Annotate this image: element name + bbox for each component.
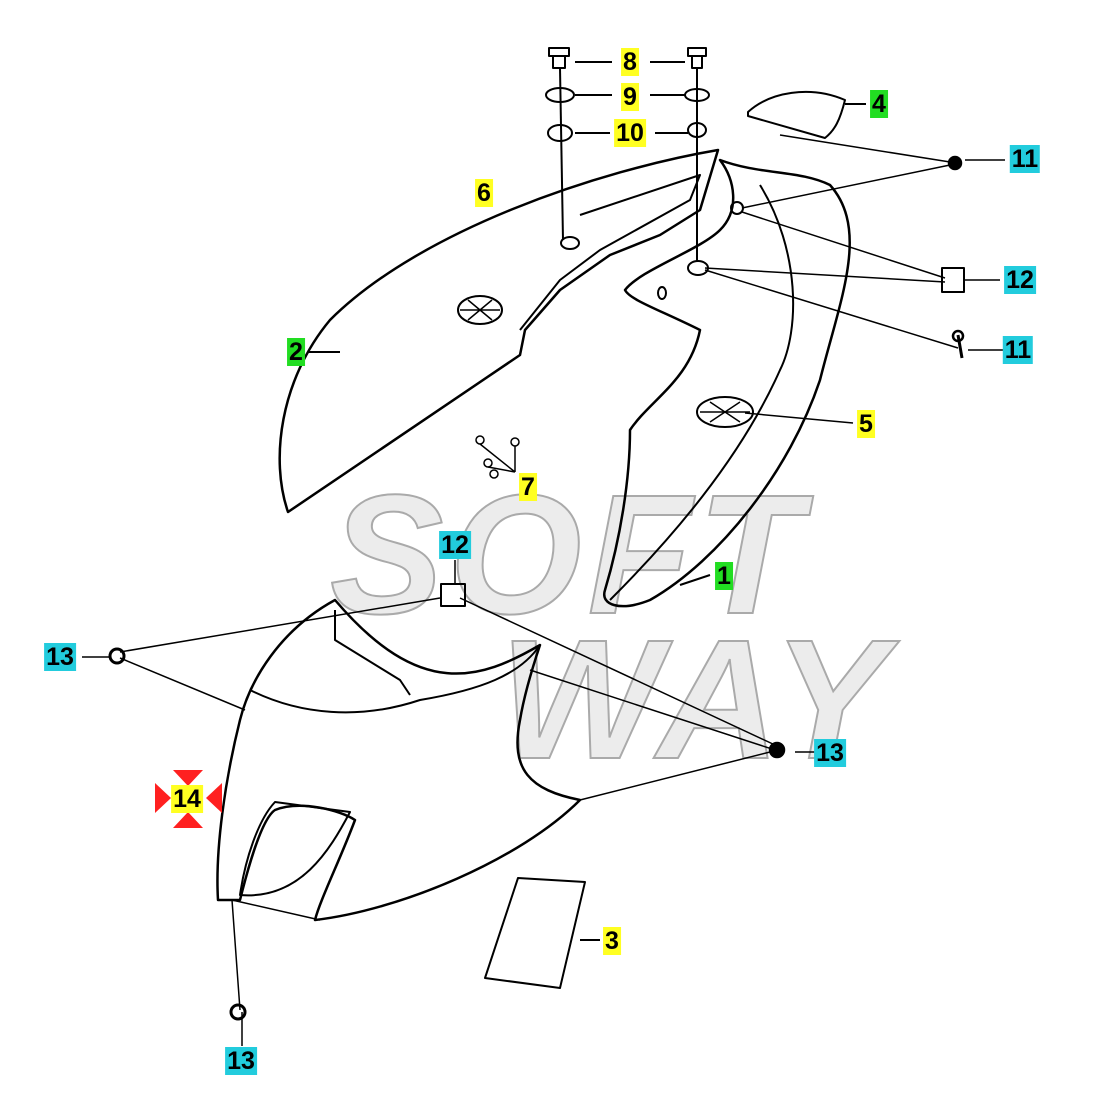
callout-4[interactable]: 4	[870, 90, 888, 118]
callout-11-top[interactable]: 11	[1009, 145, 1041, 173]
callout-2[interactable]: 2	[287, 338, 305, 366]
part-1-side-cover	[603, 158, 851, 608]
callout-1[interactable]: 1	[715, 562, 733, 590]
part-7-clips	[475, 435, 520, 479]
callout-12-center[interactable]: 12	[439, 531, 471, 559]
fastener-stack-left	[545, 47, 575, 241]
part-3-panel	[484, 877, 586, 989]
watermark-soft: SOFT	[329, 460, 808, 650]
fastener-stack-right	[684, 47, 710, 262]
part-14-highlight-marker	[155, 770, 222, 828]
part-2-side-cover	[278, 148, 720, 514]
callout-8[interactable]: 8	[621, 48, 639, 76]
callout-3[interactable]: 3	[603, 927, 621, 955]
part-6-grille	[457, 295, 503, 325]
callout-13-bottom[interactable]: 13	[225, 1047, 257, 1075]
callout-6[interactable]: 6	[475, 179, 493, 207]
callout-10[interactable]: 10	[614, 119, 646, 147]
callout-7[interactable]: 7	[519, 473, 537, 501]
callout-11-bottom[interactable]: 11	[1002, 336, 1034, 364]
callout-5[interactable]: 5	[857, 410, 875, 438]
callout-13-right[interactable]: 13	[814, 739, 846, 767]
callout-14[interactable]: 14	[171, 785, 203, 813]
part-4-cap	[747, 90, 846, 139]
callout-9[interactable]: 9	[621, 83, 639, 111]
part-14-front-cover	[216, 598, 582, 922]
part-5-grille	[696, 396, 754, 428]
callout-13-left[interactable]: 13	[44, 643, 76, 671]
callout-12-right[interactable]: 12	[1004, 266, 1036, 294]
